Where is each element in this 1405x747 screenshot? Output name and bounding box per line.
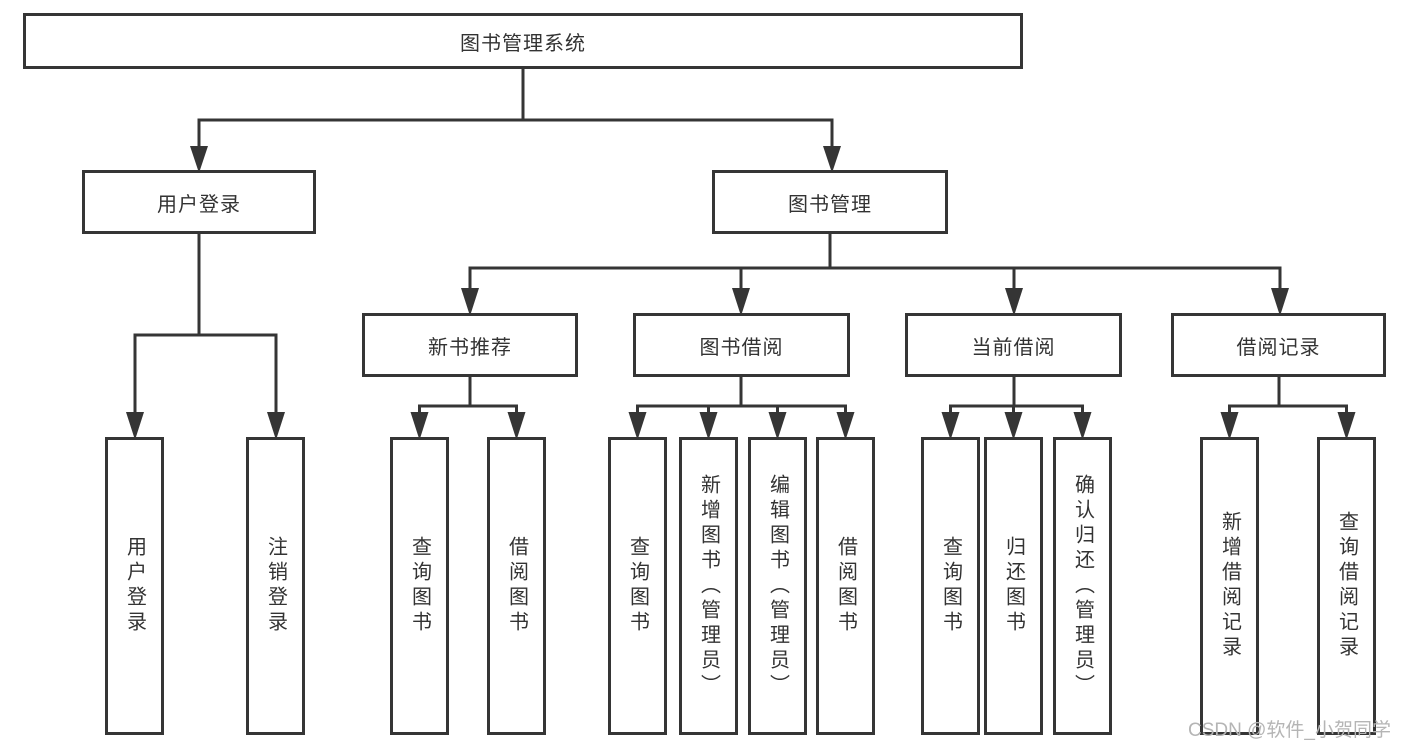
leaf-query-books-current: 查询图书 <box>921 437 980 735</box>
arrowhead <box>461 288 479 316</box>
node-label: 新书推荐 <box>428 336 512 359</box>
node-label: 查询借阅记录 <box>1335 511 1358 661</box>
arrowhead <box>1271 288 1289 316</box>
node-label: 查询图书 <box>626 536 649 636</box>
node-label: 查询图书 <box>408 536 431 636</box>
arrowhead <box>1337 412 1356 440</box>
arrowhead <box>190 146 208 173</box>
arrowhead <box>1005 288 1023 316</box>
node-label: 图书管理系统 <box>460 32 586 55</box>
leaf-borrow-books: 借阅图书 <box>816 437 875 735</box>
edge-borrow-records-split <box>1228 377 1348 414</box>
node-book-borrowing: 图书借阅 <box>633 313 850 377</box>
node-label: 图书管理 <box>788 193 872 216</box>
node-label: 确认归还（管理员） <box>1071 473 1094 699</box>
arrowhead <box>628 412 647 440</box>
node-label: 借阅图书 <box>505 536 528 636</box>
arrowhead <box>410 412 429 440</box>
node-current-borrowing: 当前借阅 <box>905 313 1122 377</box>
edge-new-book-rec-split <box>418 377 518 414</box>
leaf-query-books-recommend: 查询图书 <box>390 437 449 735</box>
node-label: 借阅图书 <box>834 536 857 636</box>
node-label: 新增图书（管理员） <box>697 473 720 699</box>
arrowhead <box>699 412 718 440</box>
arrowhead <box>267 412 285 440</box>
node-label: 用户登录 <box>157 193 241 216</box>
edge-root-split <box>197 69 834 148</box>
edge-book-mgmt-split <box>468 234 1282 290</box>
arrowhead <box>507 412 526 440</box>
arrowhead <box>823 146 841 173</box>
leaf-query-books-borrow: 查询图书 <box>608 437 667 735</box>
node-label: 借阅记录 <box>1236 336 1321 359</box>
leaf-edit-books-admin: 编辑图书（管理员） <box>748 437 807 735</box>
leaf-logout: 注销登录 <box>246 437 305 735</box>
node-label: 查询图书 <box>939 536 962 636</box>
node-book-management: 图书管理 <box>712 170 948 234</box>
leaf-query-borrow-record: 查询借阅记录 <box>1317 437 1376 735</box>
leaf-borrow-books-recommend: 借阅图书 <box>487 437 546 735</box>
node-label: 用户登录 <box>123 536 146 636</box>
leaf-confirm-return-admin: 确认归还（管理员） <box>1053 437 1112 735</box>
node-borrowing-records: 借阅记录 <box>1171 313 1386 377</box>
leaf-add-books-admin: 新增图书（管理员） <box>679 437 738 735</box>
node-label: 图书借阅 <box>699 336 784 359</box>
csdn-watermark: CSDN @软件_小贺同学 <box>1188 720 1391 741</box>
arrowhead <box>1073 412 1092 440</box>
node-label: 归还图书 <box>1002 536 1025 636</box>
arrowhead <box>126 412 144 440</box>
node-new-book-recommend: 新书推荐 <box>362 313 578 377</box>
arrowhead <box>768 412 787 440</box>
leaf-return-books: 归还图书 <box>984 437 1043 735</box>
node-label: 当前借阅 <box>971 336 1056 359</box>
node-label: 新增借阅记录 <box>1218 511 1241 661</box>
arrowhead <box>1220 412 1239 440</box>
node-library-management-system: 图书管理系统 <box>23 13 1023 69</box>
edge-book-borrow-split <box>636 377 847 414</box>
edge-user-login-split <box>133 234 278 414</box>
arrowhead <box>1004 412 1023 440</box>
node-label: 注销登录 <box>264 536 287 636</box>
leaf-user-login: 用户登录 <box>105 437 164 735</box>
leaf-add-borrow-record: 新增借阅记录 <box>1200 437 1259 735</box>
node-user-login: 用户登录 <box>82 170 316 234</box>
edge-current-borrow-split <box>949 377 1084 414</box>
arrowhead <box>732 288 750 316</box>
node-label: 编辑图书（管理员） <box>766 473 789 699</box>
arrowhead <box>941 412 960 440</box>
arrowhead <box>836 412 855 440</box>
